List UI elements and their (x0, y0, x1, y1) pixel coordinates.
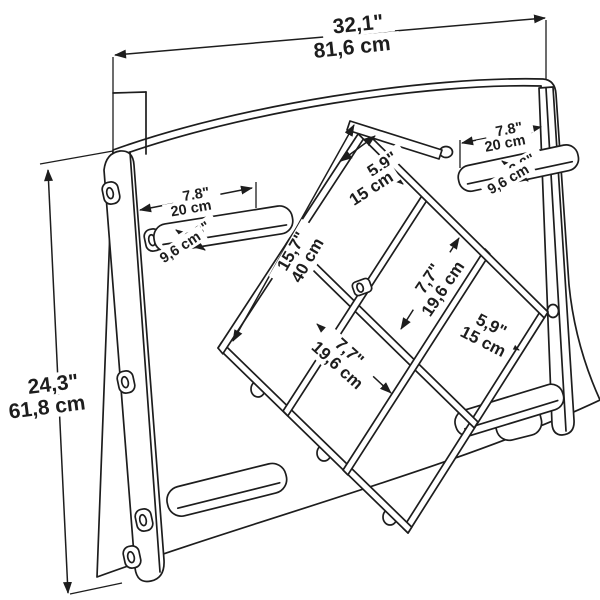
panel-corner-tick (112, 91, 147, 94)
keyhole-hook-icon (101, 181, 121, 205)
dim-overall-height: 24,3" 61,8 cm (0, 368, 96, 424)
keyhole-hook-icon (116, 370, 136, 394)
shelf-lower-left (166, 462, 288, 517)
dim-left-shelf-width-cm: 20 cm (170, 198, 213, 221)
panel-top-edge-thickness (115, 84, 542, 158)
shelf-lower-right (454, 383, 565, 437)
dim-right-shelf-width-cm: 20 cm (483, 132, 526, 156)
mounting-bracket-icon (351, 277, 373, 297)
left-mounting-rail (103, 150, 165, 583)
keyhole-hook-icon (134, 508, 154, 532)
keyhole-hook-icon (122, 545, 142, 569)
dim-overall-width: 32,1" 81,6 cm (303, 9, 401, 63)
